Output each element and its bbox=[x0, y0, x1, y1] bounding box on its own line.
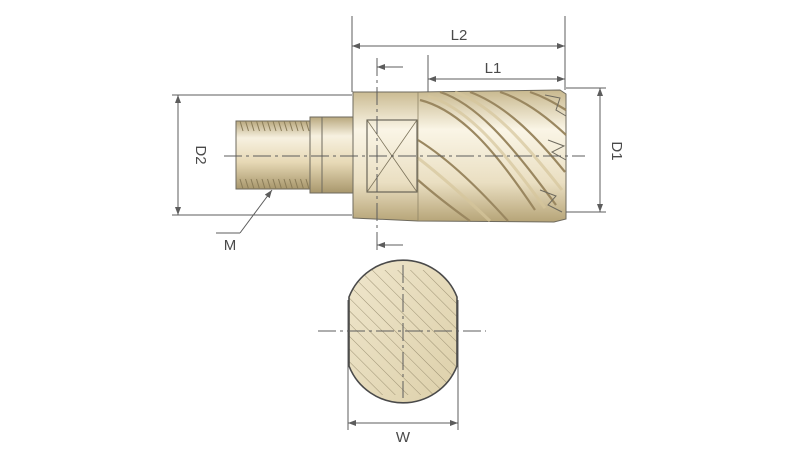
centerlines bbox=[224, 58, 585, 250]
thread-tick bbox=[294, 178, 299, 190]
thread-tick bbox=[261, 178, 266, 190]
thread-tick bbox=[245, 120, 249, 132]
label-l2: L2 bbox=[451, 27, 468, 44]
wrench-flat bbox=[366, 119, 418, 193]
thread-tick bbox=[245, 178, 249, 190]
thread-tick bbox=[289, 178, 293, 190]
label-w: W bbox=[396, 429, 411, 446]
cross-section bbox=[318, 259, 486, 404]
thread-tick bbox=[272, 120, 277, 132]
thread-tick bbox=[278, 178, 282, 190]
thread-tick bbox=[289, 120, 293, 132]
thread-tick bbox=[305, 178, 310, 190]
thread-tick bbox=[300, 120, 304, 132]
label-m: M bbox=[224, 237, 237, 254]
thread-tick bbox=[239, 120, 244, 132]
threaded-stub bbox=[235, 120, 311, 190]
thread-tick bbox=[294, 120, 299, 132]
thread-tick bbox=[267, 120, 271, 132]
thread-tick bbox=[250, 178, 255, 190]
thread-tick bbox=[239, 178, 244, 190]
thread-tick bbox=[256, 178, 260, 190]
thread-tick bbox=[261, 120, 266, 132]
thread-tick bbox=[250, 120, 255, 132]
thread-tick bbox=[256, 120, 260, 132]
helical-flutes bbox=[417, 90, 567, 222]
thread-tick bbox=[278, 120, 282, 132]
thread-tick bbox=[305, 120, 310, 132]
thread-tick bbox=[300, 178, 304, 190]
dimensions bbox=[172, 16, 606, 430]
label-l1: L1 bbox=[485, 60, 502, 77]
thread-tick bbox=[283, 120, 288, 132]
thread-tick bbox=[267, 178, 271, 190]
shank-collar bbox=[321, 116, 354, 194]
thread-tick bbox=[272, 178, 277, 190]
label-d1: D1 bbox=[608, 141, 625, 160]
thread-tick bbox=[283, 178, 288, 190]
label-d2: D2 bbox=[192, 145, 209, 164]
neck bbox=[309, 116, 323, 194]
